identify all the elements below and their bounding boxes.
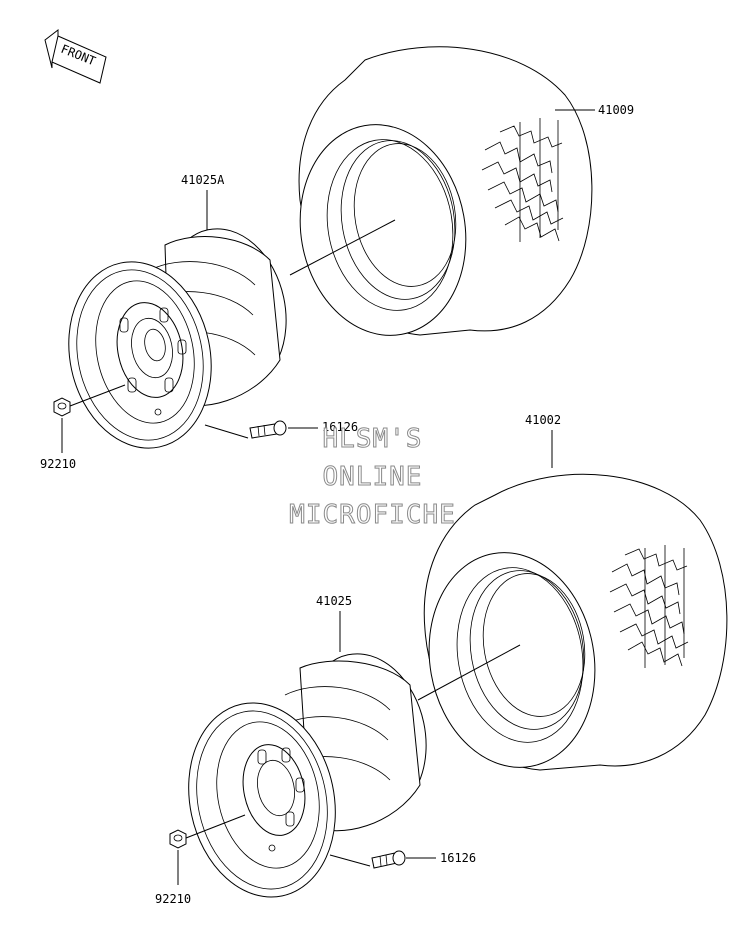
tire-rear-graphic <box>423 473 728 771</box>
valve-front-graphic <box>249 420 287 439</box>
front-arrow-icon: FRONT <box>44 28 107 84</box>
nut-front-graphic <box>53 397 71 417</box>
wheel-front-graphic <box>68 228 287 449</box>
nut-rear-graphic <box>169 829 187 849</box>
label-nut-front: 92210 <box>40 457 76 471</box>
label-tire-front: 41009 <box>598 103 634 117</box>
tire-front-graphic <box>298 46 593 336</box>
wheel-rear-graphic <box>188 653 427 898</box>
label-valve-rear: 16126 <box>440 851 476 865</box>
label-wheel-front: 41025A <box>181 173 225 187</box>
label-wheel-rear: 41025 <box>316 594 352 608</box>
label-tire-rear: 41002 <box>525 413 561 427</box>
label-valve-front: 16126 <box>322 420 358 434</box>
label-nut-rear: 92210 <box>155 892 191 906</box>
valve-rear-graphic <box>371 850 406 869</box>
